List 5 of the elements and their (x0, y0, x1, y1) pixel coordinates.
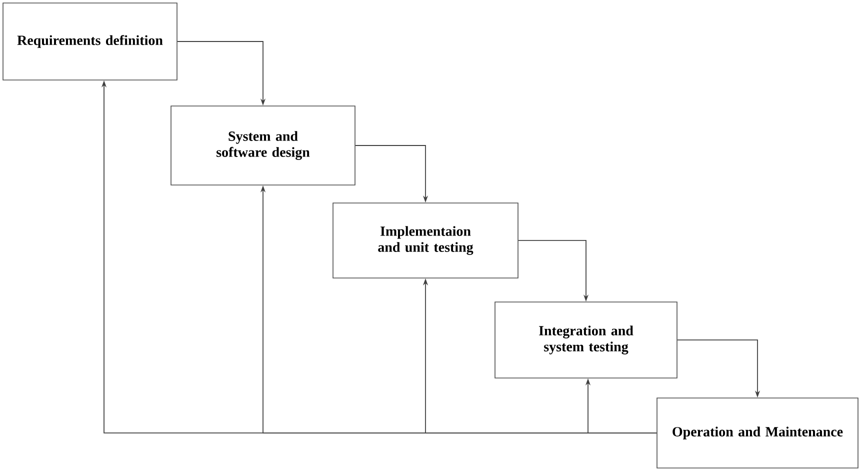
process-box: System and software design (170, 106, 356, 186)
process-box: Implementaion and unit testing (332, 202, 518, 278)
process-box: Operation and Maintenance (656, 398, 858, 468)
process-box: Integration and system testing (494, 302, 678, 378)
process-box: Requirements definition (2, 2, 178, 80)
